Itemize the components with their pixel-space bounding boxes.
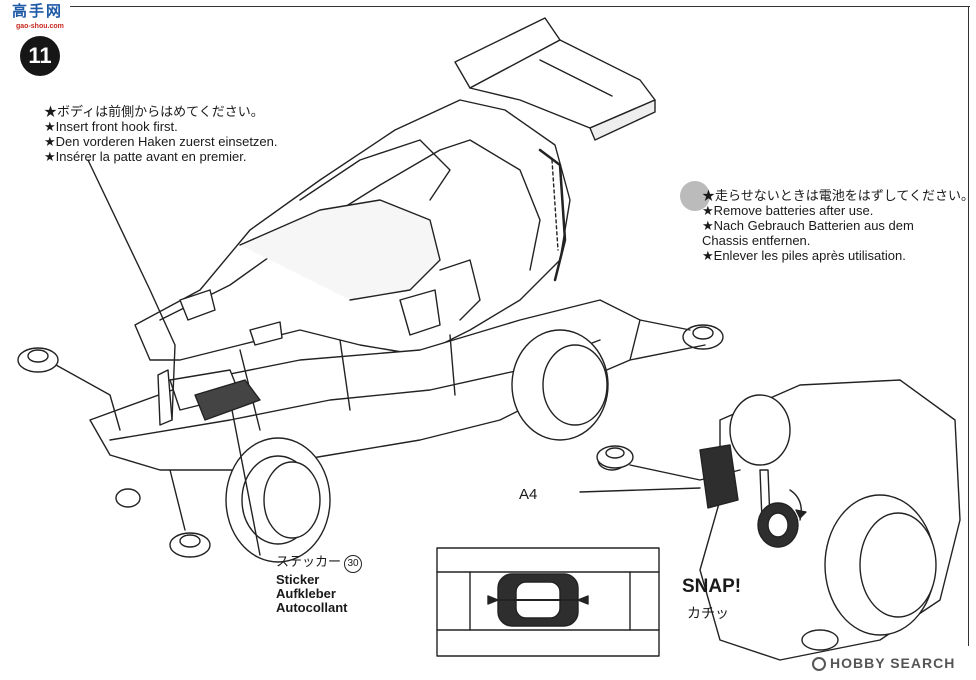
page-border-top — [70, 6, 970, 7]
part-label-a4: A4 — [519, 486, 538, 503]
step-number-badge: 11 — [20, 36, 60, 76]
rear-right-wheel — [511, 329, 609, 441]
sticker-label-en: Sticker — [276, 572, 320, 587]
site-logo: 高手网 — [12, 3, 64, 20]
car-body — [134, 99, 571, 361]
note-line: ★Nach Gebrauch Batterien aus dem — [702, 218, 914, 233]
snap-callout-jp: カチッ — [687, 605, 729, 621]
front-rollers — [17, 347, 211, 558]
front-left-wheel — [225, 437, 331, 563]
sticker-label-jp: ステッカー — [276, 554, 342, 569]
note-line: ★Den vorderen Haken zuerst einsetzen. — [44, 134, 278, 149]
note-line: ★Insérer la patte avant en premier. — [44, 149, 247, 164]
snap-callout: SNAP! — [682, 576, 742, 597]
note-line: ★Enlever les piles après utilisation. — [702, 248, 906, 263]
sticker-label-de: Aufkleber — [276, 586, 336, 601]
sticker-label-fr: Autocollant — [276, 600, 348, 615]
note-line: ★Insert front hook first. — [44, 119, 178, 134]
battery-warning-marker — [680, 181, 710, 211]
site-logo-url: gao-shou.com — [16, 23, 64, 30]
note-line: ★ボディは前側からはめてください。 — [44, 104, 264, 119]
hobby-search-logo-icon — [812, 657, 826, 671]
chassis — [89, 299, 641, 471]
note-line: ★走らせないときは電池をはずしてください。 — [702, 188, 974, 203]
sticker-number-badge: 30 — [344, 555, 363, 573]
rear-wing — [454, 17, 656, 141]
front-hook-leader — [87, 159, 176, 426]
rear-detail-view — [579, 379, 961, 661]
watermark-text: HOBBY SEARCH — [830, 655, 956, 671]
watermark: HOBBY SEARCH — [812, 655, 955, 671]
page-border-right — [968, 6, 969, 646]
sticker-leader-line — [231, 409, 261, 556]
note-line: ★Remove batteries after use. — [702, 203, 874, 218]
front-hook-instructions: ★ボディは前側からはめてください。 ★Insert front hook fir… — [44, 104, 278, 164]
battery-instructions: ★走らせないときは電池をはずしてください。 ★Remove batteries … — [702, 188, 974, 263]
snap-inset-box — [436, 547, 660, 657]
note-line: Chassis entfernen. — [702, 233, 811, 248]
